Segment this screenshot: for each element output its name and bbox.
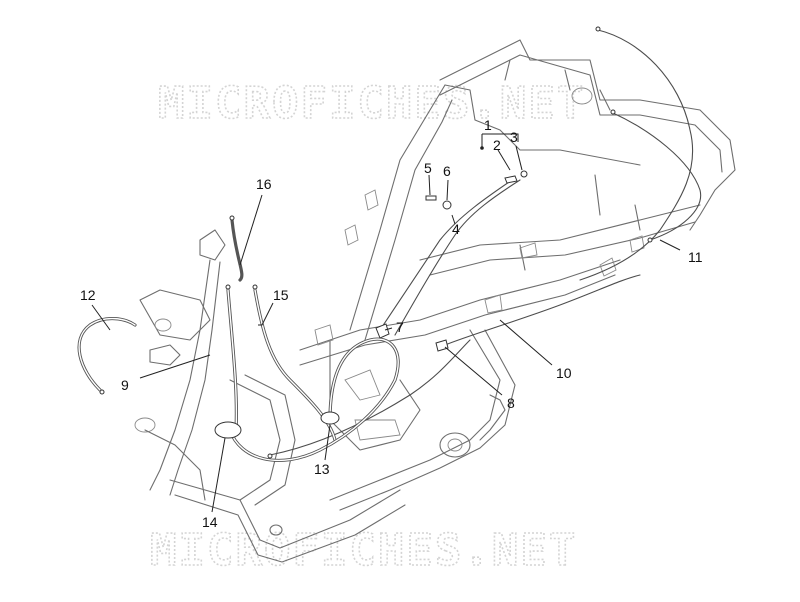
callout-11: 11 [688, 249, 703, 265]
callout-5: 5 [424, 160, 432, 176]
scooter-frame [134, 39, 736, 563]
callout-12: 12 [80, 287, 96, 303]
callout-14: 14 [202, 514, 218, 530]
callout-15: 15 [273, 287, 289, 303]
callout-1: 1 [484, 117, 492, 133]
watermark-top: MICROFICHES.NET [158, 78, 585, 129]
callout-4: 4 [452, 221, 460, 237]
callout-6: 6 [443, 163, 451, 179]
callout-16: 16 [256, 176, 272, 192]
callout-7: 7 [396, 319, 404, 335]
callout-9: 9 [121, 377, 129, 393]
callout-8: 8 [507, 395, 515, 411]
callout-13: 13 [314, 461, 330, 477]
callout-labels: 1 2 3 4 5 6 7 8 9 10 11 12 13 14 15 16 [80, 117, 703, 530]
callout-3: 3 [510, 129, 518, 145]
callout-10: 10 [556, 365, 572, 381]
callout-2: 2 [493, 137, 501, 153]
cables [77, 26, 702, 462]
watermark-bottom: MICROFICHES.NET [150, 525, 577, 576]
leader-lines [91, 133, 681, 513]
